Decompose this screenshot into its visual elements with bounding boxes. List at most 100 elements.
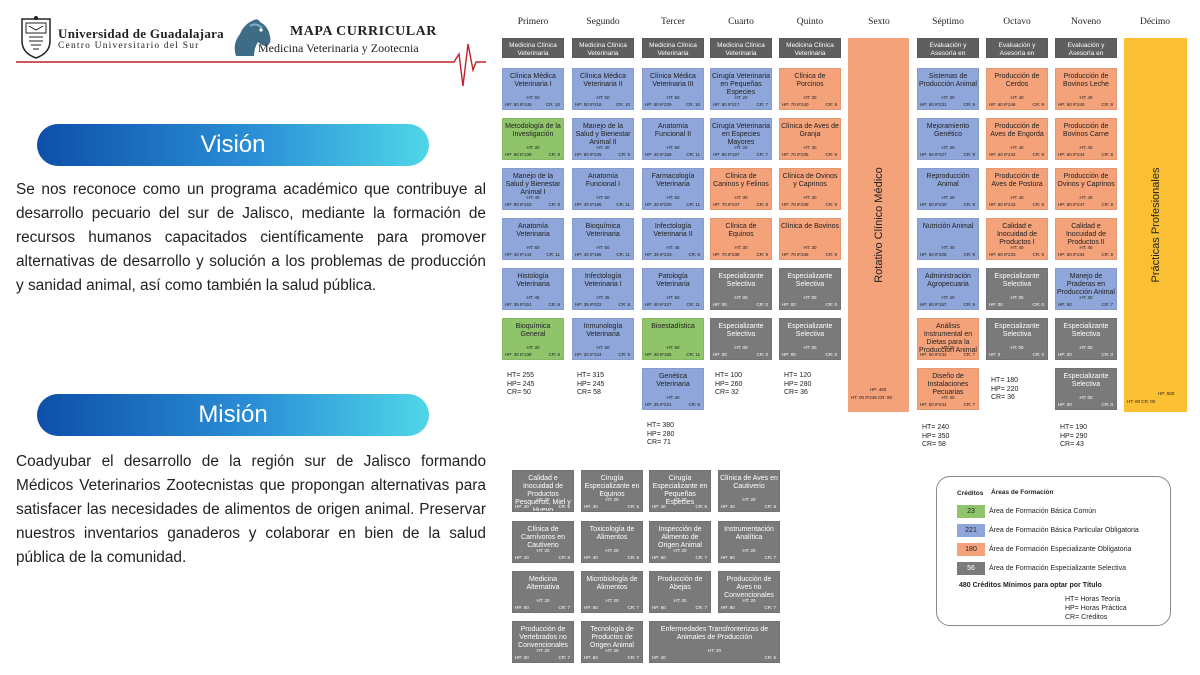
course-name: Metodología de la Investigación [505,123,561,138]
course-cr: CR: 6 [764,504,776,509]
course-name: Producción de Bovinos Leche [1063,73,1109,88]
course-ht: HT: 30 [803,195,817,200]
legend-label: Área de Formación Básica Particular Obli… [989,527,1139,534]
course-ht: HT: 20 [734,95,748,100]
course-name: Sistemas de Producción Animal [919,73,977,88]
course-ht: HT: 00 [1010,295,1024,300]
course-hp: HP: 40 IF159 [645,152,672,157]
course-hp: HP: 60 IF231 [920,102,947,107]
elective-box: Enfermedades Transfronterizas de Animale… [649,621,780,663]
course-ht: HT: 50 [666,95,680,100]
total-line: HT= 315 [577,372,605,379]
course-name: Clínica de Equinos [725,223,757,238]
course-ht: HT: 20 [536,548,550,553]
course-name: Producción de Aves no Convencionales [724,576,774,599]
course-ht: HT: 40 [941,145,955,150]
semester-heading: Segundo [586,17,620,27]
course-ht: HT: 40 [941,195,955,200]
module-header: Evaluación y Asesoría en Sistemas de Pro… [986,38,1048,58]
semester-heading: Noveno [1070,17,1102,27]
course-ht: HT: 30 [803,145,817,150]
course-hp: HP: 60 IF228 [920,252,947,257]
course-hp: HP: 70 IF240 [782,102,809,107]
module-header: Evaluación y Asesoría en Sistemas de Pro… [917,38,979,58]
course-hp: HP: 40 [652,504,666,509]
legend-abbr-hp: HP= Horas Práctica [1065,605,1127,612]
course-hp: HP: 60 IF245 [1058,102,1085,107]
practicas-block: Prácticas Profesionales HP: 500 HT: 00 C… [1124,38,1187,412]
course-hp: HP: 60 IF246 [989,102,1016,107]
course-ht: HT: 60 [596,195,610,200]
course-hp: HP: 40 [721,504,735,509]
course-cr: CR: 9 [1032,102,1044,107]
course-hp: HP: 35 IF221 [645,402,672,407]
course-ht: HT: 30 [734,195,748,200]
course-hp: HP: 70 IF238 [713,252,740,257]
course-hp: HP: 50 [1058,302,1072,307]
course-cr: CR: 9 [1101,252,1113,257]
udg-shield-icon [21,16,51,59]
course-hp: HP: 60 [584,655,598,660]
course-cr: CR: 9 [963,302,975,307]
rotativo-hp: HP: 450 [870,387,887,392]
course-cr: CR: 0 [756,302,768,307]
course-hp: HP: 70 IF237 [713,202,740,207]
total-line: HT= 100 [715,372,743,379]
course-ht: HT: 30 [803,95,817,100]
course-hp: HP: 40 IF220 [645,202,672,207]
course-name: Diseño de Instalaciones Pecuarias [927,373,969,396]
course-cr: CR: 9 [825,252,837,257]
course-ht: HT: 20 [941,345,955,350]
course-hp: HP: 0 [989,352,1001,357]
course-box: Análisis Instrumental en Dietas para la … [917,318,979,360]
course-cr: CR: 9 [1101,152,1113,157]
total-line: HT= 255 [507,372,535,379]
course-ht: HT: 60 [596,345,610,350]
course-cr: CR: 0 [1101,402,1113,407]
legend-swatch: 221 [957,524,985,537]
course-name: Cirugía Veterinaria en Pequeñas Especies [712,73,770,96]
course-name: Infectología Veterinaria II [653,223,693,238]
course-name: Instrumentación Analítica [724,526,774,541]
course-ht: HT: 20 [734,145,748,150]
module-header: Medicina Clínica Veterinaria [502,38,564,58]
course-ht: HT: 30 [941,95,955,100]
course-ht: HT: 60 [666,295,680,300]
semester-heading: Cuarto [728,17,754,27]
course-hp: HP: 20 IF224 [575,352,602,357]
course-cr: CR: 9 [618,152,630,157]
course-cr: CR: 11 [686,302,700,307]
course-hp: HP: 60 [652,555,666,560]
module-header-label: Evaluación y Asesoría en Sistemas de Pro… [998,42,1036,57]
module-header-label: Medicina Clínica Veterinaria [579,42,627,57]
course-ht: HT: 60 [526,245,540,250]
vision-text: Se nos reconoce como un programa académi… [16,181,486,294]
course-ht: HT: 20 [742,598,756,603]
course-hp: HP: 60 [515,655,529,660]
course-cr: CR: 9 [963,102,975,107]
course-name: Nutrición Animal [922,223,974,230]
course-cr: CR: 8 [688,252,700,257]
university-name: Universidad de Guadalajara [58,26,224,41]
semester-heading: Tercer [660,17,686,27]
